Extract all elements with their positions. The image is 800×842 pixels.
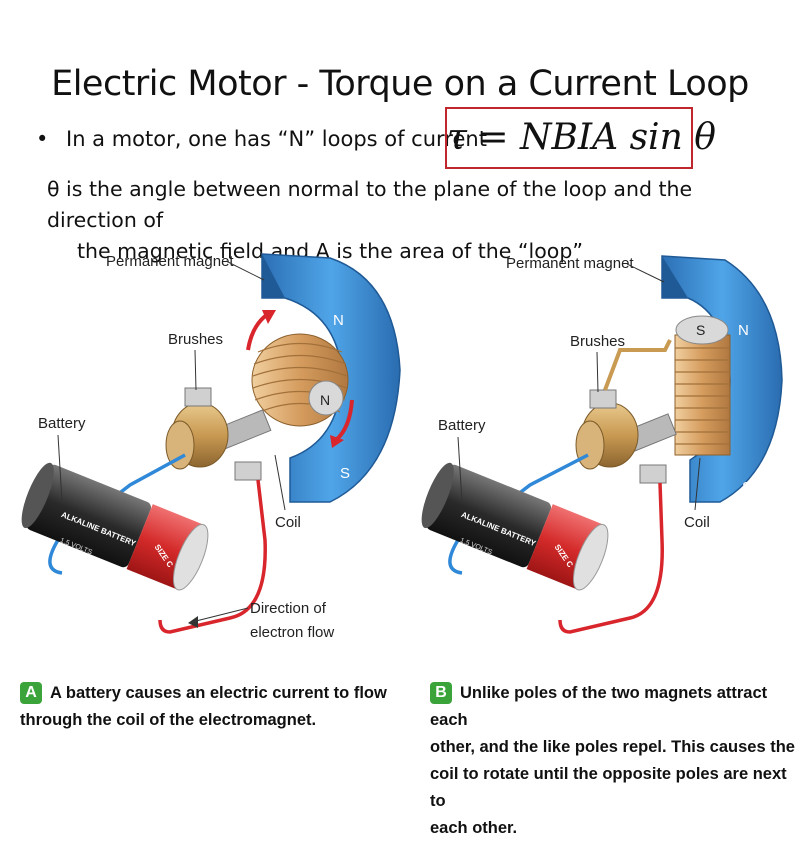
badge-b: B (430, 682, 452, 704)
explanation-text: θ is the angle between normal to the pla… (47, 174, 787, 267)
rotation-arrow-up-a (246, 312, 270, 351)
pole-n-magnet-b: N (738, 322, 749, 339)
wire-red-b (558, 482, 664, 634)
diagram-b: ALKALINE BATTERY SIZE C 1.5 VOLTS S N S … (421, 255, 783, 634)
brush-top-b (589, 389, 617, 409)
label-permanent-magnet-a: Permanent magnet (106, 253, 234, 270)
motor-diagrams: ALKALINE BATTERY SIZE C 1.5 VOLTS N N S … (21, 253, 783, 641)
pole-n-magnet-a: N (333, 312, 344, 329)
caption-b-line-4: each other. (430, 819, 518, 837)
torque-formula: τ = NBIA sin θ (445, 107, 716, 169)
coil-a (251, 333, 349, 427)
label-battery-b: Battery (438, 417, 486, 434)
commutator-b (575, 402, 639, 470)
coil-b (674, 315, 731, 456)
pole-s-magnet-a: S (340, 465, 350, 482)
pole-n-coil-a: N (320, 392, 330, 408)
wire-red-a (158, 479, 267, 634)
label-brushes-a: Brushes (168, 331, 223, 348)
diagram-a: ALKALINE BATTERY SIZE C 1.5 VOLTS N N S … (21, 253, 401, 641)
slide-title: Electric Motor - Torque on a Current Loo… (51, 64, 749, 104)
label-battery-a: Battery (38, 415, 86, 432)
label-direction-a-2: electron flow (250, 624, 334, 641)
battery-a (21, 462, 209, 591)
caption-a: A A battery causes an electric current to… (20, 680, 387, 734)
badge-a: A (20, 682, 42, 704)
label-coil-b: Coil (684, 514, 710, 531)
rotation-arrow-down-a (334, 399, 354, 442)
bullet-dot: • (36, 127, 49, 151)
caption-a-line-1: A battery causes an electric current to … (50, 684, 387, 702)
label-coil-a: Coil (275, 514, 301, 531)
battery-b (421, 462, 609, 591)
bullet-item: • In a motor, one has “N” loops of curren… (36, 127, 487, 151)
bullet-text: In a motor, one has “N” loops of current (66, 127, 487, 151)
label-direction-a-1: Direction of (250, 600, 327, 617)
caption-b-line-2: other, and the like poles repel. This ca… (430, 738, 795, 756)
label-permanent-magnet-b: Permanent magnet (506, 255, 634, 272)
pole-s-coil-b: S (696, 322, 705, 338)
brush-bottom-b (639, 464, 667, 484)
caption-b-line-3: coil to rotate until the opposite poles … (430, 765, 787, 810)
caption-a-line-2: through the coil of the electromagnet. (20, 711, 317, 729)
brush-bottom-a (234, 461, 262, 481)
explanation-line-1: θ is the angle between normal to the pla… (47, 177, 693, 232)
label-brushes-b: Brushes (570, 333, 625, 350)
brush-top-a (184, 387, 212, 407)
caption-b-line-1: Unlike poles of the two magnets attract … (430, 684, 768, 729)
pole-s-magnet-b: S (742, 479, 752, 496)
permanent-magnet-a (261, 253, 401, 503)
